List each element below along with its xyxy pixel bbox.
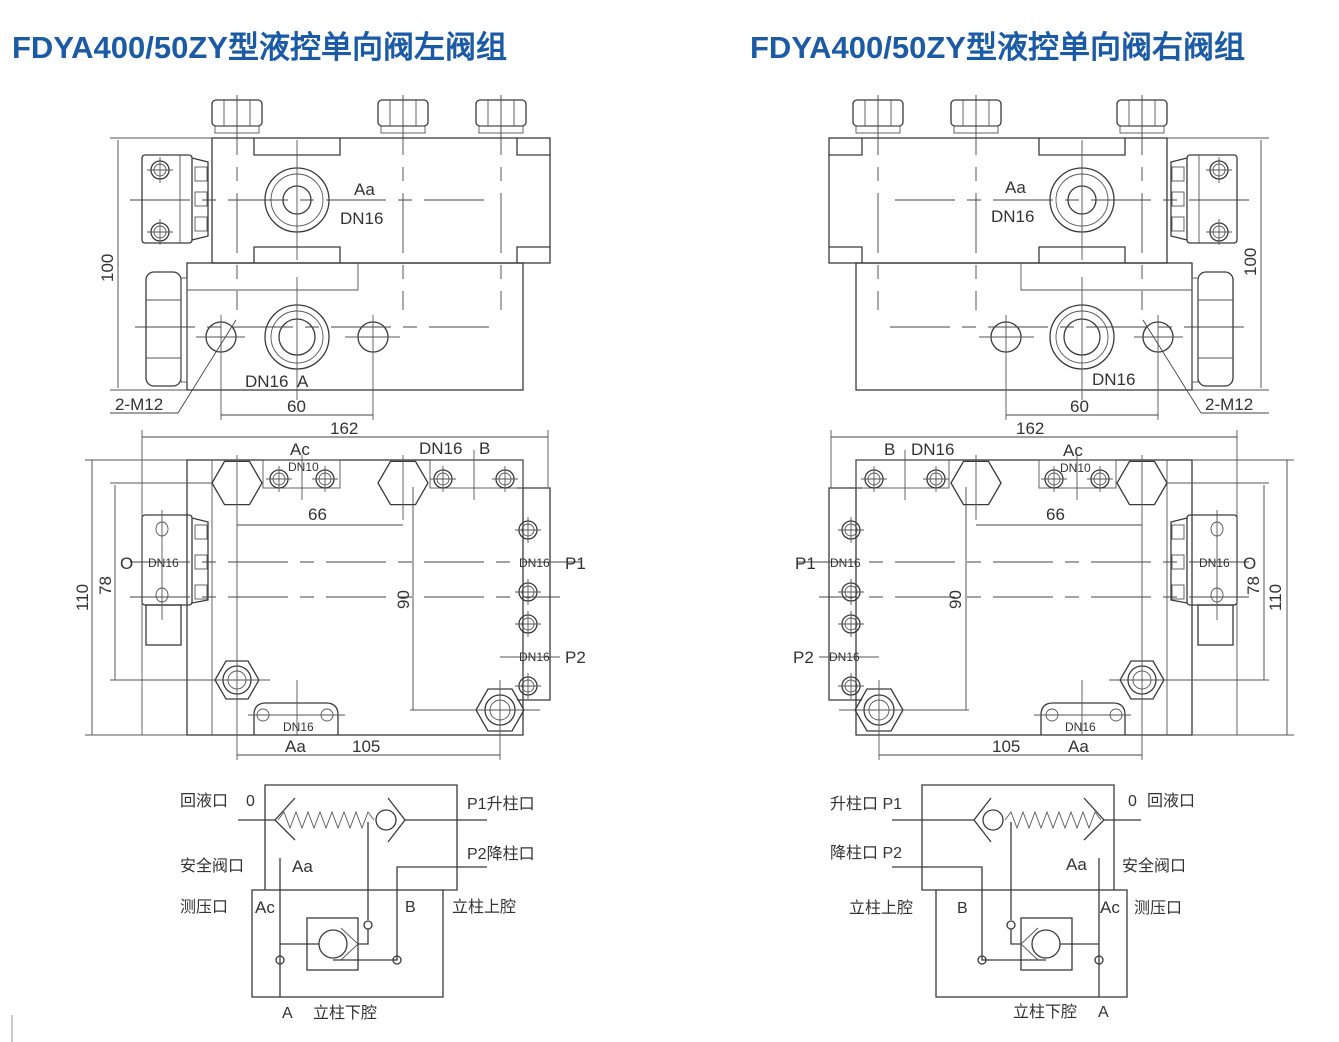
label-o: 0: [1128, 793, 1137, 810]
label-dn16-o: DN16: [148, 556, 179, 570]
dim-110: 110: [73, 584, 92, 611]
label-o: O: [120, 554, 133, 573]
left-front-view-labels: Ac DN10 DN16 B 66 O DN16 DN16 P1 DN16 P2…: [73, 439, 586, 756]
dim-105: 105: [992, 737, 1020, 756]
label-dn16-o: DN16: [1199, 556, 1230, 570]
label-dn10: DN10: [1060, 461, 1091, 475]
label-dn16: DN16: [340, 209, 383, 228]
label-p1-raise-port: 升柱口 P1: [830, 795, 902, 813]
label-dn16-b: DN16: [911, 440, 954, 459]
label-ac: Ac: [1100, 898, 1120, 917]
right-front-view-labels: B DN16 Ac DN10 66 P1 DN16 DN16 O 78 110 …: [793, 440, 1285, 756]
label-dn16-p2: DN16: [519, 650, 550, 664]
label-return-port: 回液口: [1147, 792, 1195, 810]
label-dn16-aa: DN16: [283, 720, 314, 734]
label-dn10: DN10: [288, 460, 319, 474]
label-safety-port: 安全阀口: [180, 857, 244, 875]
label-return-port: 回液口: [180, 792, 228, 810]
label-b: B: [884, 440, 895, 459]
label-lower-chamber: 立柱下腔: [313, 1004, 377, 1022]
label-dn16-b: DN16: [419, 439, 462, 458]
dim-90: 90: [394, 590, 413, 609]
label-dn16: DN16: [991, 207, 1034, 226]
label-a: A: [1098, 1004, 1109, 1021]
label-2-m12: 2-M12: [115, 395, 163, 414]
label-lower-chamber: 立柱下腔: [1013, 1003, 1077, 1021]
label-p1-raise-port: P1升柱口: [467, 795, 535, 813]
dim-66: 66: [1046, 505, 1065, 524]
label-p2: P2: [565, 648, 586, 667]
label-upper-chamber: 立柱上腔: [849, 899, 913, 917]
label-p2-lower-port: 降柱口 P2: [830, 844, 902, 862]
label-aa: Aa: [1068, 737, 1089, 756]
title-right-valve-group: FDYA400/50ZY型液控单向阀右阀组: [750, 30, 1245, 65]
label-p1: P1: [795, 554, 816, 573]
dim-100: 100: [1241, 248, 1260, 276]
label-o: O: [1243, 554, 1256, 573]
dim-110: 110: [1266, 584, 1285, 611]
dim-105: 105: [352, 737, 380, 756]
label-aa: Aa: [1005, 178, 1026, 197]
dim-60: 60: [287, 397, 306, 416]
dim-100: 100: [98, 254, 117, 282]
label-dn16-a: DN16 A: [245, 372, 309, 391]
label-p2-lower-port: P2降柱口: [467, 845, 535, 863]
dim-60: 60: [1070, 397, 1089, 416]
label-dn16-a: DN16: [1092, 370, 1135, 389]
label-b: B: [405, 899, 416, 916]
label-ac: Ac: [290, 440, 310, 459]
label-aa: Aa: [285, 737, 306, 756]
label-a: A: [282, 1005, 293, 1022]
label-ac: Ac: [1063, 441, 1083, 460]
dim-162: 162: [1016, 419, 1044, 438]
label-aa: Aa: [292, 857, 313, 876]
left-schematic-labels: 回液口 0 安全阀口 Aa 测压口 Ac B 立柱上腔 P1升柱口 P2降柱口 …: [180, 792, 535, 1022]
title-left-valve-group: FDYA400/50ZY型液控单向阀左阀组: [12, 30, 507, 65]
dim-66: 66: [308, 505, 327, 524]
dim-90: 90: [946, 590, 965, 609]
dim-78: 78: [1244, 576, 1263, 595]
dim-78: 78: [96, 576, 115, 595]
label-b: B: [479, 439, 490, 458]
label-aa: Aa: [354, 180, 375, 199]
label-2-m12: 2-M12: [1205, 395, 1253, 414]
label-safety-port: 安全阀口: [1122, 857, 1186, 875]
label-dn16-p1: DN16: [830, 556, 861, 570]
label-ac: Ac: [255, 898, 275, 917]
label-aa: Aa: [1066, 855, 1087, 874]
label-upper-chamber: 立柱上腔: [452, 898, 516, 916]
dim-162: 162: [330, 419, 358, 438]
left-top-view-labels: Aa DN16 DN16 A 60 2-M12 100 162: [98, 180, 383, 438]
right-top-view-labels: Aa DN16 DN16 60 2-M12 100 162: [991, 178, 1260, 438]
label-p2: P2: [793, 648, 814, 667]
label-p1: P1: [565, 554, 586, 573]
label-b: B: [957, 900, 968, 917]
label-pressure-port: 测压口: [1134, 899, 1182, 917]
label-pressure-port: 测压口: [180, 898, 228, 916]
label-dn16-p1: DN16: [519, 556, 550, 570]
label-dn16-p2: DN16: [829, 650, 860, 664]
label-dn16-aa: DN16: [1065, 720, 1096, 734]
label-o: 0: [246, 793, 255, 810]
right-schematic-labels: 升柱口 P1 0 回液口 降柱口 P2 Aa 安全阀口 立柱上腔 B Ac 测压…: [830, 792, 1195, 1021]
